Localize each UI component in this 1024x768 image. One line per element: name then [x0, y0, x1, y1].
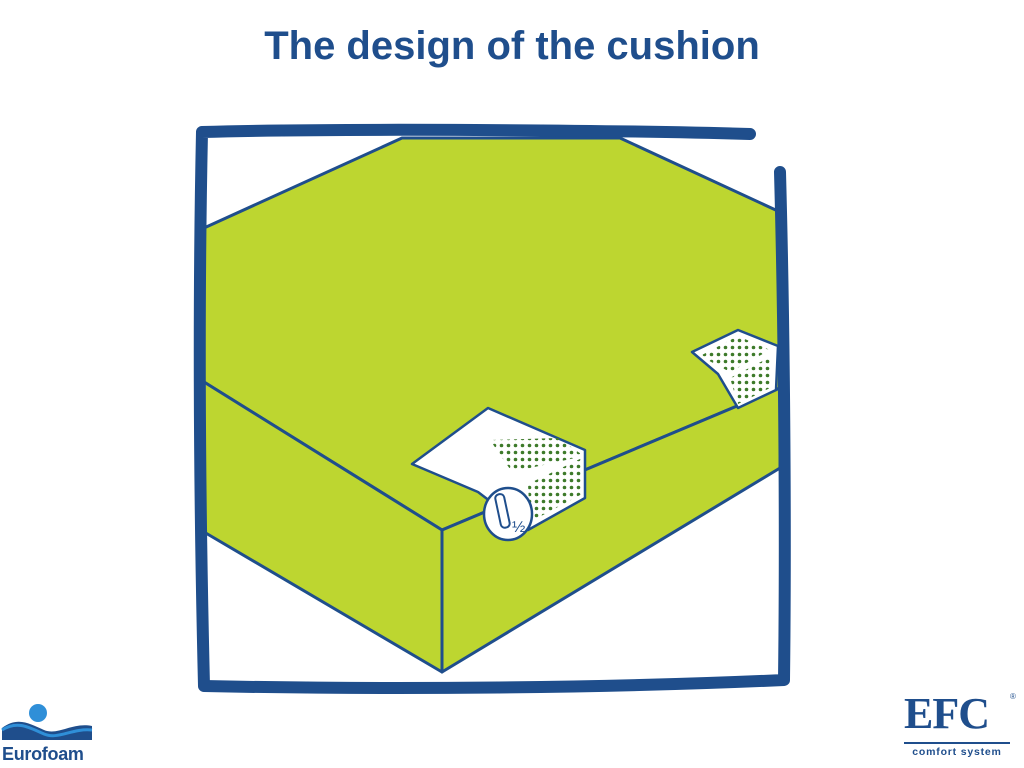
zipper-pull-label: ½ [512, 519, 525, 536]
eurofoam-wordmark: Eurofoam [2, 744, 84, 764]
zipper-corner-small [690, 328, 780, 410]
registered-mark: ® [1010, 692, 1016, 701]
eurofoam-wave-icon [0, 700, 100, 744]
efc-logo: EFC ® comfort system [896, 688, 1020, 764]
eurofoam-logo: Eurofoam [0, 700, 100, 768]
slide-title: The design of the cushion [264, 24, 760, 68]
efc-wordmark: EFC [904, 689, 990, 738]
cushion-illustration: ½ [193, 123, 791, 694]
illustration-frame [193, 123, 791, 694]
zipper-pull-icon: ½ [482, 486, 534, 542]
efc-tagline: comfort system [904, 742, 1010, 758]
zipper-corner-large: ½ [410, 406, 587, 542]
